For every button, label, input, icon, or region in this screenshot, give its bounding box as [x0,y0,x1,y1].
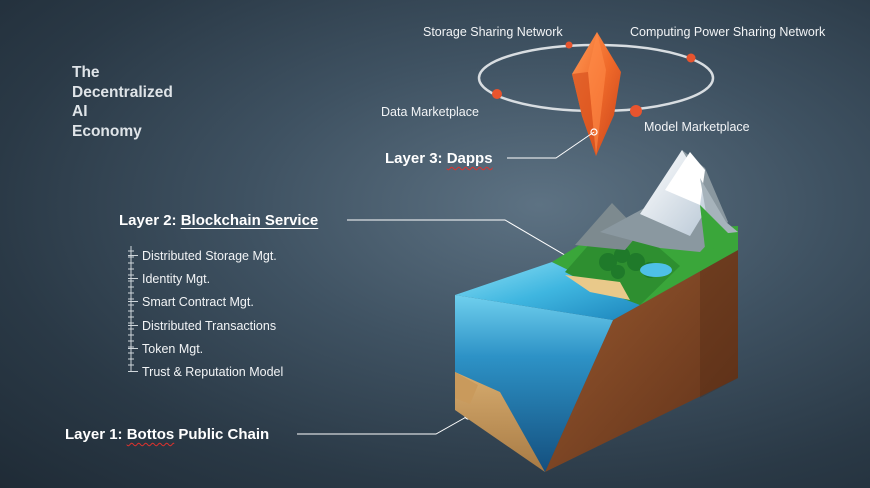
data-marketplace-label: Data Marketplace [381,105,479,119]
dapps-crystal [572,32,621,156]
layer1-leader [297,416,468,434]
terrain-block [455,150,738,472]
blockchain-services-list: Distributed Storage Mgt. Identity Mgt. S… [128,246,283,385]
list-item: Trust & Reputation Model [128,362,283,385]
layer3-label: Layer 3: Dapps [385,150,493,167]
layer3-leader [507,132,594,158]
model-node [630,105,642,117]
list-item: Distributed Transactions [128,316,283,339]
model-marketplace-label: Model Marketplace [644,120,750,134]
data-node [492,89,502,99]
list-item: Token Mgt. [128,339,283,362]
storage-network-label: Storage Sharing Network [423,25,563,39]
layer1-label: Layer 1: Bottos Public Chain [65,426,269,443]
computing-node [687,54,696,63]
layer2-label: Layer 2: Blockchain Service [119,212,318,229]
list-item: Smart Contract Mgt. [128,292,283,315]
list-item: Identity Mgt. [128,269,283,292]
list-item: Distributed Storage Mgt. [128,246,283,269]
storage-node [566,42,573,49]
computing-network-label: Computing Power Sharing Network [630,25,825,39]
